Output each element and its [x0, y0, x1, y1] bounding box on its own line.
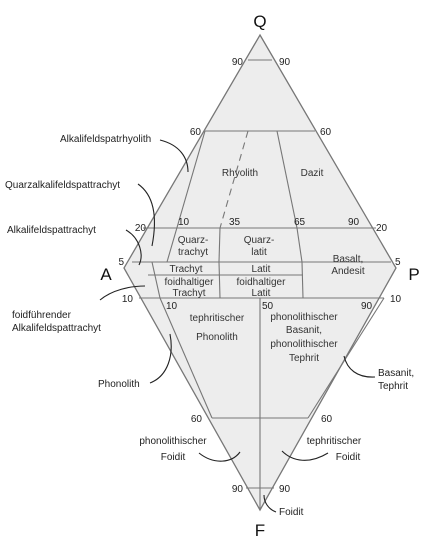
callout-line-phonolith: [149, 333, 172, 384]
tick-f60-left: 60: [191, 414, 203, 425]
callout-teph-foidit-2: Foidit: [336, 452, 361, 463]
callout-phonolith: Phonolith: [98, 379, 140, 390]
line-lower-10: [159, 297, 213, 419]
tick-top-35: 35: [229, 217, 241, 228]
tick-top-10: 10: [178, 217, 190, 228]
callout-line-quarzalkali: [137, 183, 155, 247]
line-upper-35-dashed: [219, 130, 249, 229]
tick-bot-10: 10: [166, 301, 178, 312]
field-teph-phonolith-1: tephritischer: [190, 313, 245, 324]
callout-line-foid-alkali: [99, 285, 146, 301]
callout-teph-foidit-1: tephritischer: [307, 436, 362, 447]
tick-q60-right: 60: [320, 127, 332, 138]
callout-basanit-1: Basanit,: [378, 368, 414, 379]
field-dazit: Dazit: [301, 168, 324, 179]
field-latit: Latit: [252, 264, 271, 275]
field-phono-basanit-3: phonolithischer: [270, 339, 338, 350]
apex-p: P: [408, 265, 419, 284]
field-quarztrachyt-2: trachyt: [178, 247, 208, 258]
field-teph-phonolith-2: Phonolith: [196, 332, 238, 343]
tick-f90-left: 90: [232, 484, 244, 495]
field-quarzlatit-2: latit: [251, 247, 267, 258]
tick-q60-left: 60: [190, 127, 202, 138]
tick-q20-left: 20: [135, 223, 147, 234]
tick-f60-right: 60: [321, 414, 333, 425]
callout-alkalifeldspatrhyolith: Alkalifeldspatrhyolith: [60, 134, 151, 145]
callout-phono-foidit-1: phonolithischer: [139, 436, 207, 447]
field-trachyt: Trachyt: [170, 264, 203, 275]
tick-f90-right: 90: [279, 484, 291, 495]
field-foid-latit-2: Latit: [252, 288, 271, 299]
tick-q5-right: 5: [395, 257, 401, 268]
tick-q90-right: 90: [279, 57, 291, 68]
callout-line-basanit: [343, 355, 376, 378]
line-upper-65: [276, 130, 298, 229]
callout-foid-alkali-2: Alkalifeldspattrachyt: [12, 323, 101, 334]
field-quarztrachyt-1: Quarz-: [178, 235, 209, 246]
callout-line-foidit: [263, 494, 277, 513]
callout-foidit: Foidit: [279, 507, 304, 518]
field-phono-basanit-2: Basanit,: [286, 325, 322, 336]
line-upper-65b: [296, 227, 303, 263]
field-quarzlatit-1: Quarz-: [244, 235, 275, 246]
field-basalt-2: Andesit: [331, 266, 365, 277]
tick-top-65: 65: [294, 217, 306, 228]
diagram-outline: [123, 33, 397, 512]
tick-top-90: 90: [348, 217, 360, 228]
field-phono-basanit-4: Tephrit: [289, 353, 319, 364]
apex-a: A: [100, 265, 112, 284]
field-foid-trachyt-1: foidhaltiger: [165, 277, 215, 288]
line-right-row: [301, 261, 304, 299]
tick-bot-90: 90: [361, 301, 373, 312]
field-basalt-1: Basalt,: [333, 254, 364, 265]
field-rhyolith: Rhyolith: [222, 168, 258, 179]
field-foid-trachyt-2: Trachyt: [173, 288, 206, 299]
callout-phono-foidit-2: Foidit: [161, 452, 186, 463]
callout-line-teph-foidit: [281, 450, 329, 461]
callout-foid-alkali-1: foidführender: [12, 310, 72, 321]
tick-q20-right: 20: [376, 223, 388, 234]
apex-q: Q: [253, 12, 266, 31]
line-mid-row: [218, 261, 221, 299]
callout-line-alkalifeldspattrachyt: [125, 229, 142, 266]
callout-quarzalkalifeldspattrachyt: Quarzalkalifeldspattrachyt: [5, 180, 120, 191]
callout-line-alkalifeldspatrhyolith: [159, 139, 189, 173]
callout-line-phono-foidit: [198, 451, 241, 462]
line-upper-35: [218, 227, 221, 263]
tick-f10-left: 10: [122, 294, 134, 305]
callout-basanit-2: Tephrit: [378, 381, 408, 392]
callout-alkalifeldspattrachyt: Alkalifeldspattrachyt: [7, 225, 96, 236]
field-foid-latit-1: foidhaltiger: [237, 277, 287, 288]
tick-bot-50: 50: [262, 301, 274, 312]
tick-q5-left: 5: [118, 257, 124, 268]
tick-f10-right: 10: [390, 294, 402, 305]
field-phono-basanit-1: phonolithischer: [270, 312, 338, 323]
diagram-fill: [124, 35, 396, 510]
line-upper-10: [166, 130, 206, 263]
line-left-row: [151, 261, 161, 299]
apex-f: F: [255, 521, 265, 540]
tick-q90-left: 90: [232, 57, 244, 68]
